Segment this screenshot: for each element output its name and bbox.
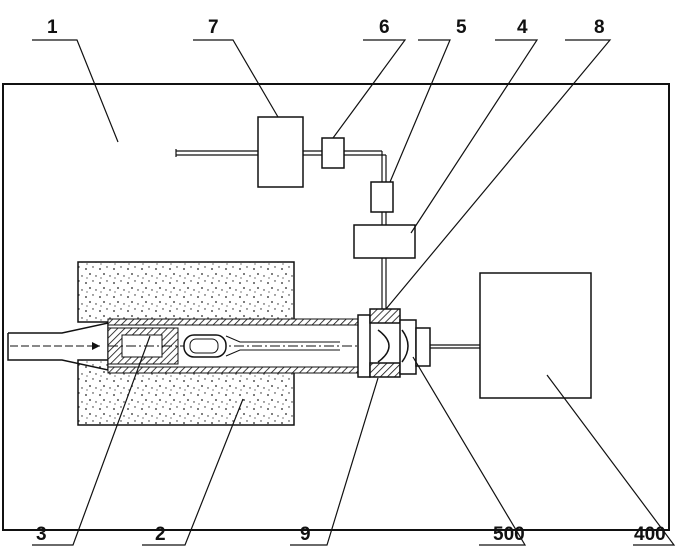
label-400: 400 [634,524,666,545]
label-3: 3 [36,524,47,545]
label-7: 7 [208,17,219,38]
label-9: 9 [300,524,311,545]
label-6: 6 [379,17,390,38]
connector-flange [357,308,431,378]
label-4: 4 [517,17,528,38]
main-tube [107,318,361,374]
insulation-block-top [77,261,295,323]
leader-lines [32,39,676,546]
component-4-box [353,224,416,259]
component-7-box [257,116,304,188]
component-5-box [370,181,394,213]
label-1: 1 [47,17,58,38]
outer-frame [2,83,670,531]
component-6-box [321,137,345,169]
receiver-box [479,272,592,399]
label-8: 8 [594,17,605,38]
label-5: 5 [456,17,467,38]
label-500: 500 [493,524,525,545]
label-2: 2 [155,524,166,545]
